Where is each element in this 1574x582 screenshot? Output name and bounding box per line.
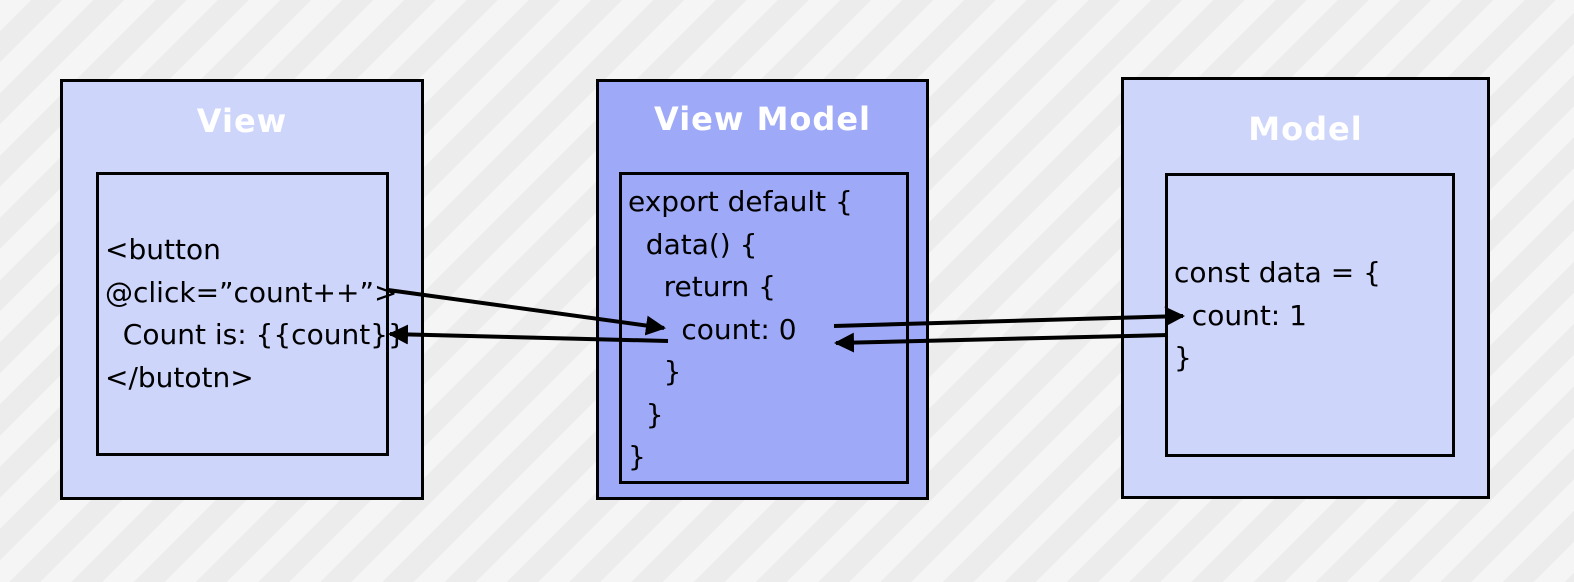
view-code: <button @click=”count++”> Count is: {{co… [105, 229, 406, 399]
view-model-panel: View Model export default { data() { ret… [596, 79, 929, 500]
model-code-box: const data = { count: 1 } [1165, 173, 1455, 457]
view-panel: View <button @click=”count++”> Count is:… [60, 79, 424, 500]
view-code-line-1: <button [105, 233, 221, 266]
view-model-code-box: export default { data() { return { count… [619, 172, 909, 484]
view-code-line-3: Count is: {{count}} [105, 318, 406, 351]
view-model-title: View Model [654, 100, 871, 138]
view-model-code: export default { data() { return { count… [628, 181, 853, 479]
view-code-line-4: </butotn> [105, 360, 254, 394]
view-code-box: <button @click=”count++”> Count is: {{co… [96, 172, 406, 456]
model-title: Model [1248, 110, 1363, 148]
view-model-code-line-4: count: 0 [628, 312, 797, 346]
view-code-line-2: @click=”count++”> [105, 275, 398, 309]
view-model-code-line-3: return { [628, 270, 776, 303]
model-code-line-2: count: 1 [1174, 298, 1307, 332]
model-code-line-3: } [1174, 341, 1192, 374]
view-model-code-line-7: } [628, 440, 646, 473]
view-model-code-line-2: data() { [628, 227, 758, 261]
model-panel: Model const data = { count: 1 } [1121, 77, 1490, 499]
model-code: const data = { count: 1 } [1174, 252, 1381, 380]
view-title: View [196, 102, 288, 140]
view-model-code-line-5: } [628, 355, 682, 388]
view-model-code-line-6: } [628, 397, 664, 431]
model-code-line-1: const data = { [1174, 256, 1381, 289]
view-model-code-line-1: export default { [628, 185, 853, 218]
